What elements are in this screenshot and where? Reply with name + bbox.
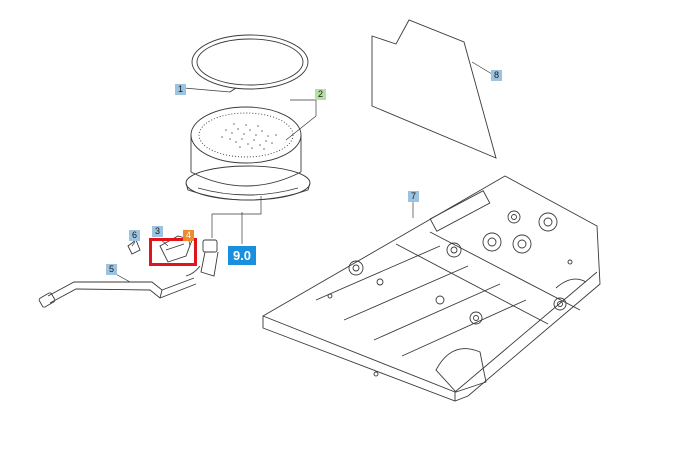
version-badge: 9.0 (228, 246, 256, 265)
part-6-clip (127, 239, 141, 255)
callout-6: 6 (129, 230, 140, 241)
callout-5: 5 (106, 264, 117, 275)
part-3-bracket (159, 235, 193, 263)
part-7-base-plate (262, 175, 601, 402)
callout-4: 4 (183, 230, 194, 241)
filter-mesh-dots (221, 123, 277, 150)
highlight-box (149, 238, 197, 266)
part-1-ring (191, 34, 309, 93)
callout-7: 7 (408, 191, 419, 202)
callout-3: 3 (152, 226, 163, 237)
callout-1: 1 (175, 84, 186, 95)
part-2-filter-cylinder (185, 106, 311, 201)
callout-8: 8 (491, 70, 502, 81)
callout-2: 2 (315, 89, 326, 100)
part-4-elbow-fitting (185, 239, 219, 277)
part-8-cover-plate (371, 19, 497, 159)
part-5-hose (38, 277, 197, 308)
